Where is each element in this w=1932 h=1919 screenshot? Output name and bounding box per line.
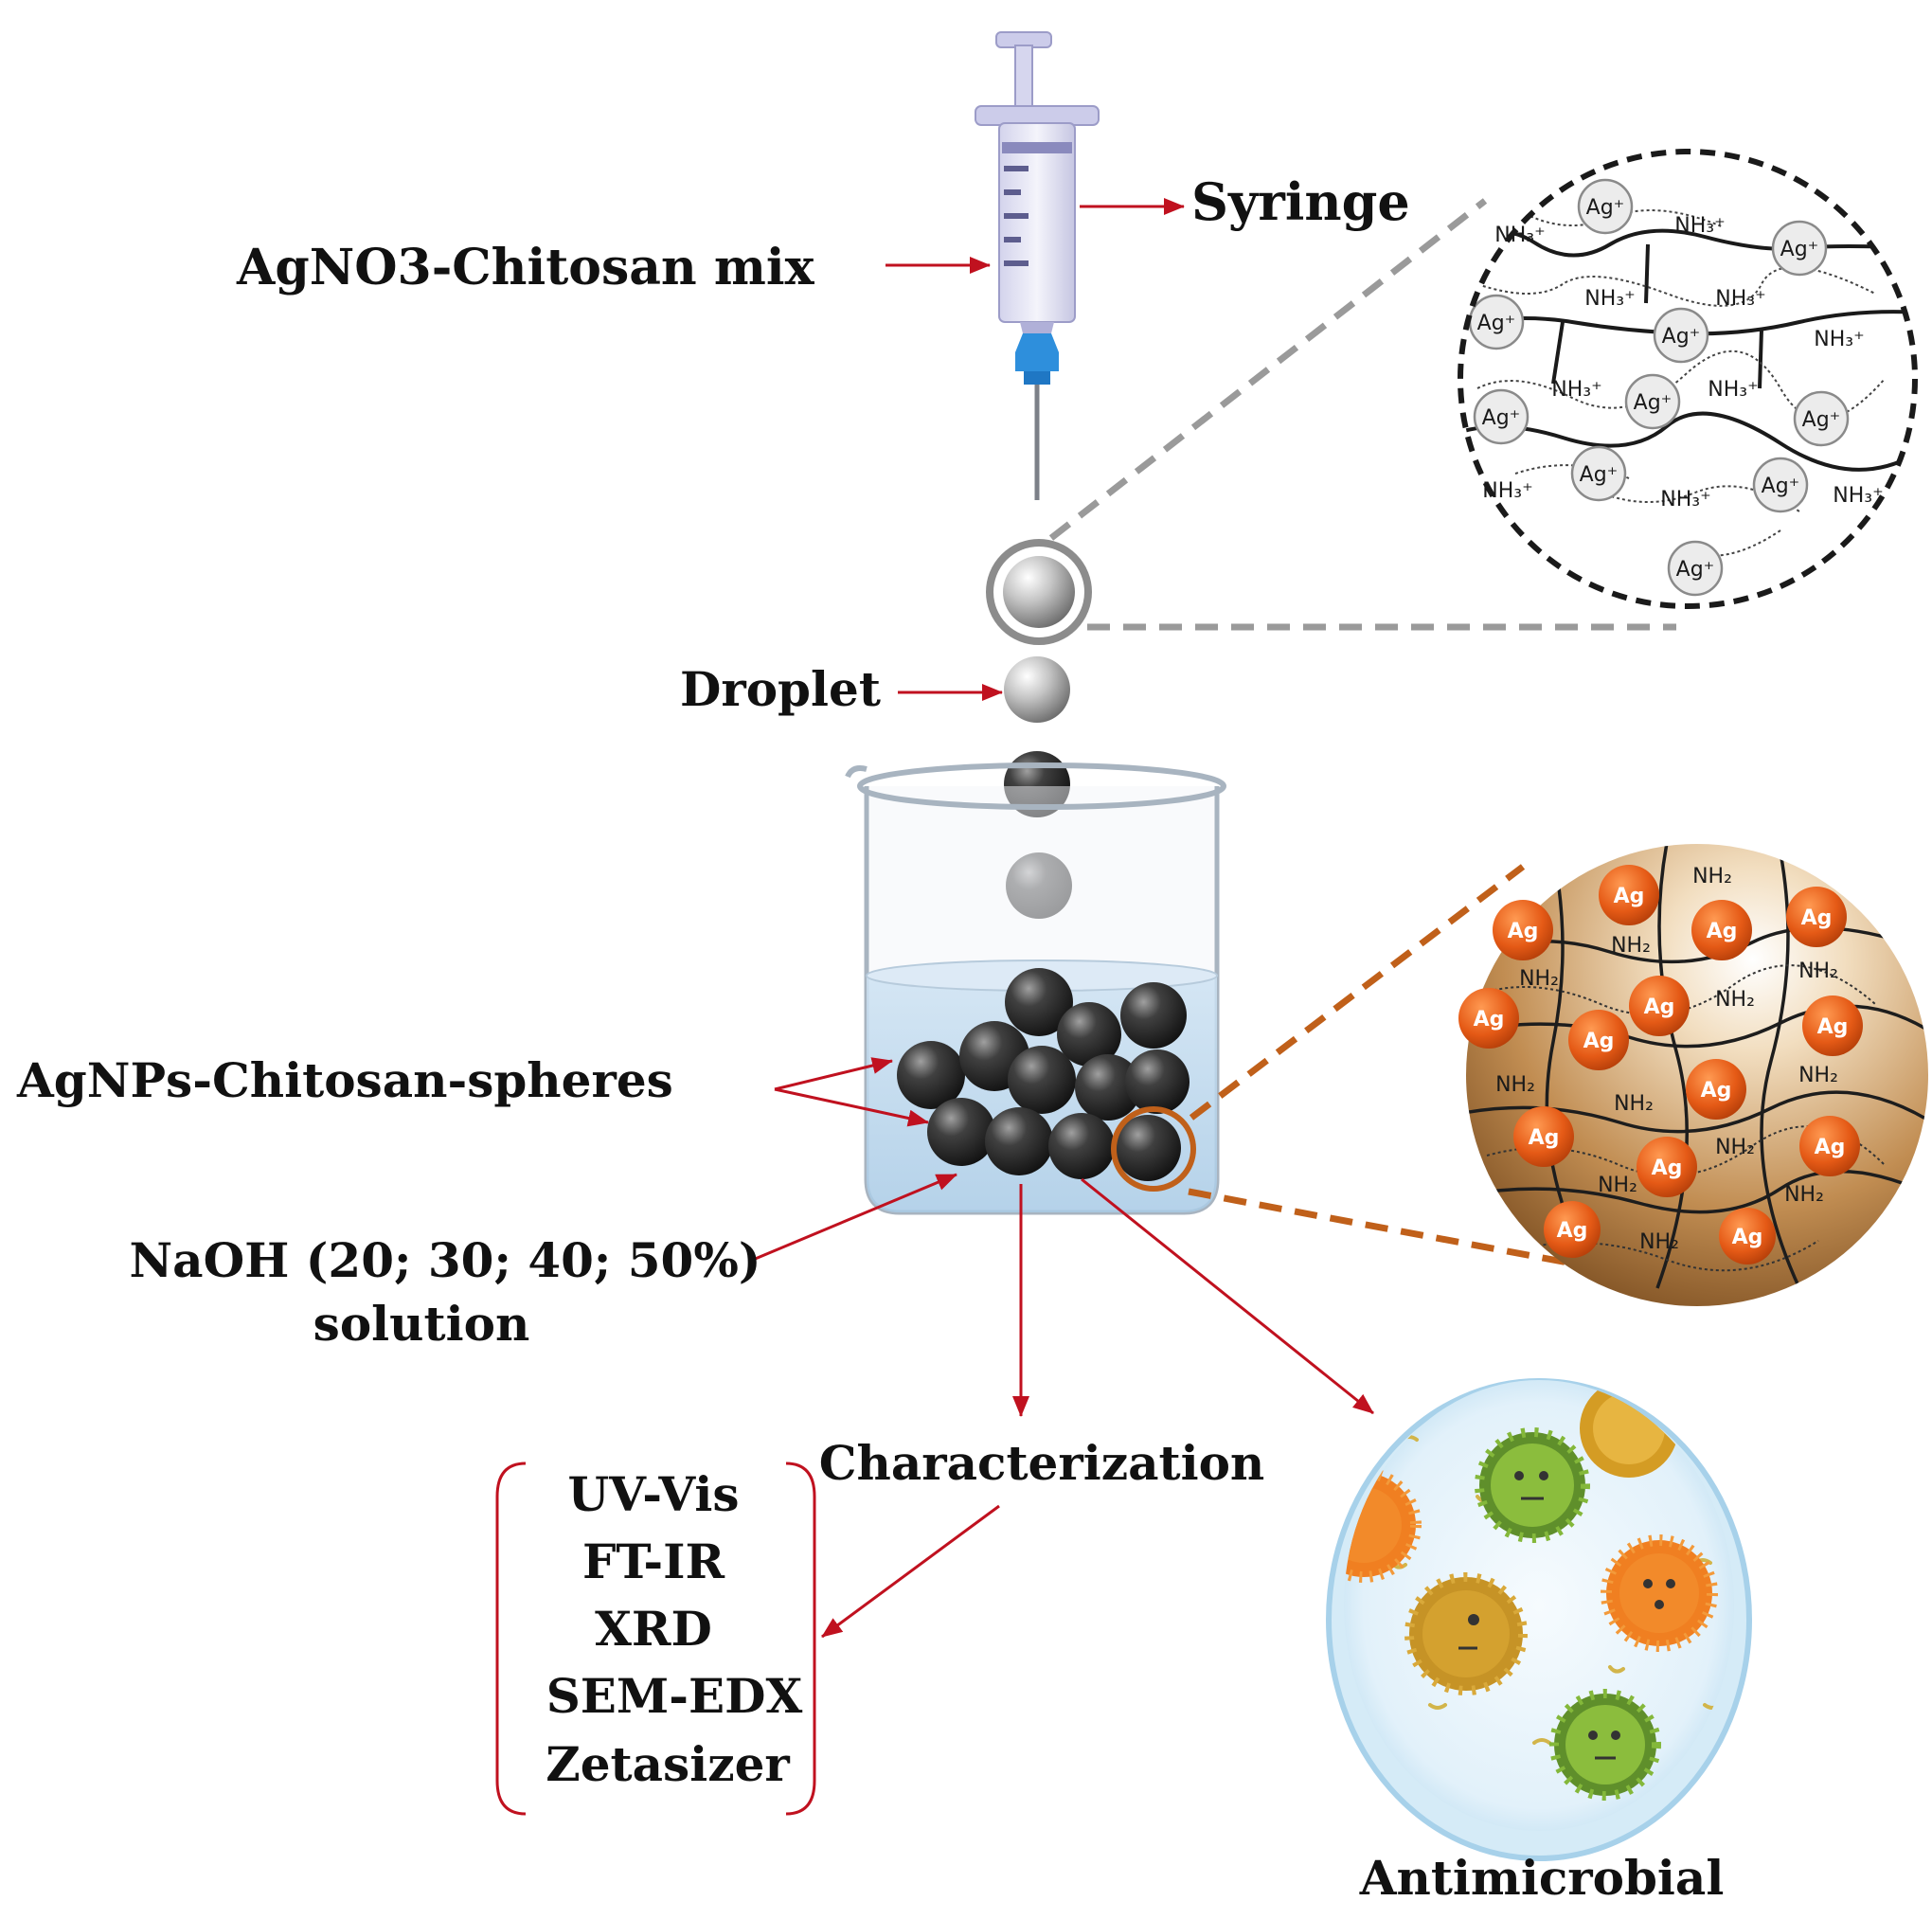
syringe-label: Syringe bbox=[1191, 171, 1410, 232]
naoh-solution-label: solution bbox=[313, 1296, 530, 1352]
mix-label: AgNO3-Chitosan mix bbox=[236, 239, 815, 296]
technique-item: Zetasizer bbox=[546, 1736, 790, 1792]
microbe-icon bbox=[1404, 1572, 1528, 1695]
amine-label: NH₂ bbox=[1798, 960, 1838, 983]
amine-label: NH₃⁺ bbox=[1708, 378, 1758, 402]
chitosan-spheres-cluster bbox=[897, 968, 1196, 1192]
ag-ion-label: Ag⁺ bbox=[1676, 558, 1715, 582]
zoom-sphere-silver-nanoparticles: NH₂ NH₂ NH₂ NH₂ NH₂ NH₂ NH₂ NH₂ NH₂ NH₂ … bbox=[1458, 844, 1928, 1306]
amine-label: NH₂ bbox=[1639, 1230, 1679, 1254]
falling-droplet bbox=[1004, 656, 1070, 723]
amine-label: NH₂ bbox=[1692, 865, 1732, 888]
technique-item: UV-Vis bbox=[568, 1466, 740, 1522]
technique-item: XRD bbox=[595, 1601, 712, 1657]
droplet-zoom-ring bbox=[986, 539, 1092, 645]
amine-label: NH₃⁺ bbox=[1494, 224, 1545, 247]
amine-label: NH₃⁺ bbox=[1660, 488, 1710, 511]
flow-arrows bbox=[752, 198, 1374, 1639]
ag-ion-label: Ag⁺ bbox=[1482, 406, 1521, 430]
ag-ion-label: Ag⁺ bbox=[1802, 408, 1841, 432]
amine-label: NH₂ bbox=[1715, 988, 1755, 1012]
antimicrobial-label: Antimicrobial bbox=[1359, 1850, 1725, 1906]
amine-label: NH₂ bbox=[1611, 934, 1651, 958]
microbe-icon bbox=[1549, 1689, 1661, 1801]
ag-particle-label: Ag bbox=[1652, 1157, 1683, 1180]
ag-particle-label: Ag bbox=[1815, 1136, 1846, 1159]
ag-particle-label: Ag bbox=[1474, 1008, 1505, 1031]
zoom-lines-top bbox=[1048, 198, 1676, 631]
ag-particle-label: Ag bbox=[1817, 1015, 1849, 1039]
ag-particle-label: Ag bbox=[1583, 1030, 1615, 1053]
ag-particle-label: Ag bbox=[1707, 920, 1738, 943]
amine-label: NH₂ bbox=[1495, 1073, 1535, 1097]
technique-bracket bbox=[495, 1462, 816, 1816]
ag-ion-label: Ag⁺ bbox=[1586, 196, 1625, 220]
amine-label: NH₃⁺ bbox=[1584, 287, 1635, 311]
ag-particle-label: Ag bbox=[1801, 906, 1833, 930]
ag-particle-label: Ag bbox=[1644, 995, 1675, 1019]
sphere-zoom-ring bbox=[1111, 1106, 1196, 1192]
ag-ion-label: Ag⁺ bbox=[1580, 463, 1619, 487]
characterization-label: Characterization bbox=[819, 1435, 1265, 1491]
zoom-circle-silver-ions: Ag⁺ Ag⁺ Ag⁺ Ag⁺ Ag⁺ Ag⁺ Ag⁺ Ag⁺ Ag⁺ Ag⁺ … bbox=[1458, 149, 1918, 609]
amine-label: NH₂ bbox=[1519, 967, 1559, 991]
microbe-icon bbox=[1601, 1534, 1718, 1652]
amine-label: NH₂ bbox=[1784, 1183, 1824, 1207]
ag-ion-label: Ag⁺ bbox=[1662, 325, 1701, 349]
technique-list: UV-Vis FT-IR XRD SEM-EDX Zetasizer bbox=[546, 1466, 802, 1792]
amine-label: NH₂ bbox=[1715, 1136, 1755, 1159]
ag-ion-label: Ag⁺ bbox=[1477, 312, 1516, 335]
amine-label: NH₃⁺ bbox=[1715, 287, 1765, 311]
ag-ion-label: Ag⁺ bbox=[1634, 391, 1673, 415]
ag-particle-label: Ag bbox=[1701, 1079, 1732, 1103]
petri-dish-microbes bbox=[1326, 1378, 1752, 1861]
ag-particle-label: Ag bbox=[1557, 1219, 1588, 1243]
amine-label: NH₂ bbox=[1598, 1174, 1637, 1197]
naoh-label: NaOH (20; 30; 40; 50%) bbox=[129, 1232, 760, 1288]
syringe-illustration bbox=[975, 31, 1100, 500]
microbe-icon bbox=[1475, 1427, 1590, 1543]
amine-label: NH₃⁺ bbox=[1551, 378, 1601, 402]
amine-label: NH₂ bbox=[1798, 1064, 1838, 1087]
ag-ion-label: Ag⁺ bbox=[1780, 238, 1819, 261]
amine-label: NH₃⁺ bbox=[1814, 328, 1864, 351]
amine-label: NH₃⁺ bbox=[1674, 214, 1725, 238]
technique-item: SEM-EDX bbox=[546, 1668, 803, 1724]
spheres-label: AgNPs-Chitosan-spheres bbox=[16, 1052, 673, 1108]
ag-particle-label: Ag bbox=[1508, 920, 1539, 943]
ag-particle-label: Ag bbox=[1614, 885, 1645, 908]
amine-label: NH₂ bbox=[1614, 1092, 1654, 1116]
ag-particle-label: Ag bbox=[1732, 1226, 1763, 1249]
ag-particle-label: Ag bbox=[1529, 1126, 1560, 1150]
technique-item: FT-IR bbox=[582, 1533, 725, 1589]
ag-ion-label: Ag⁺ bbox=[1762, 475, 1800, 498]
droplet-label: Droplet bbox=[680, 661, 881, 717]
